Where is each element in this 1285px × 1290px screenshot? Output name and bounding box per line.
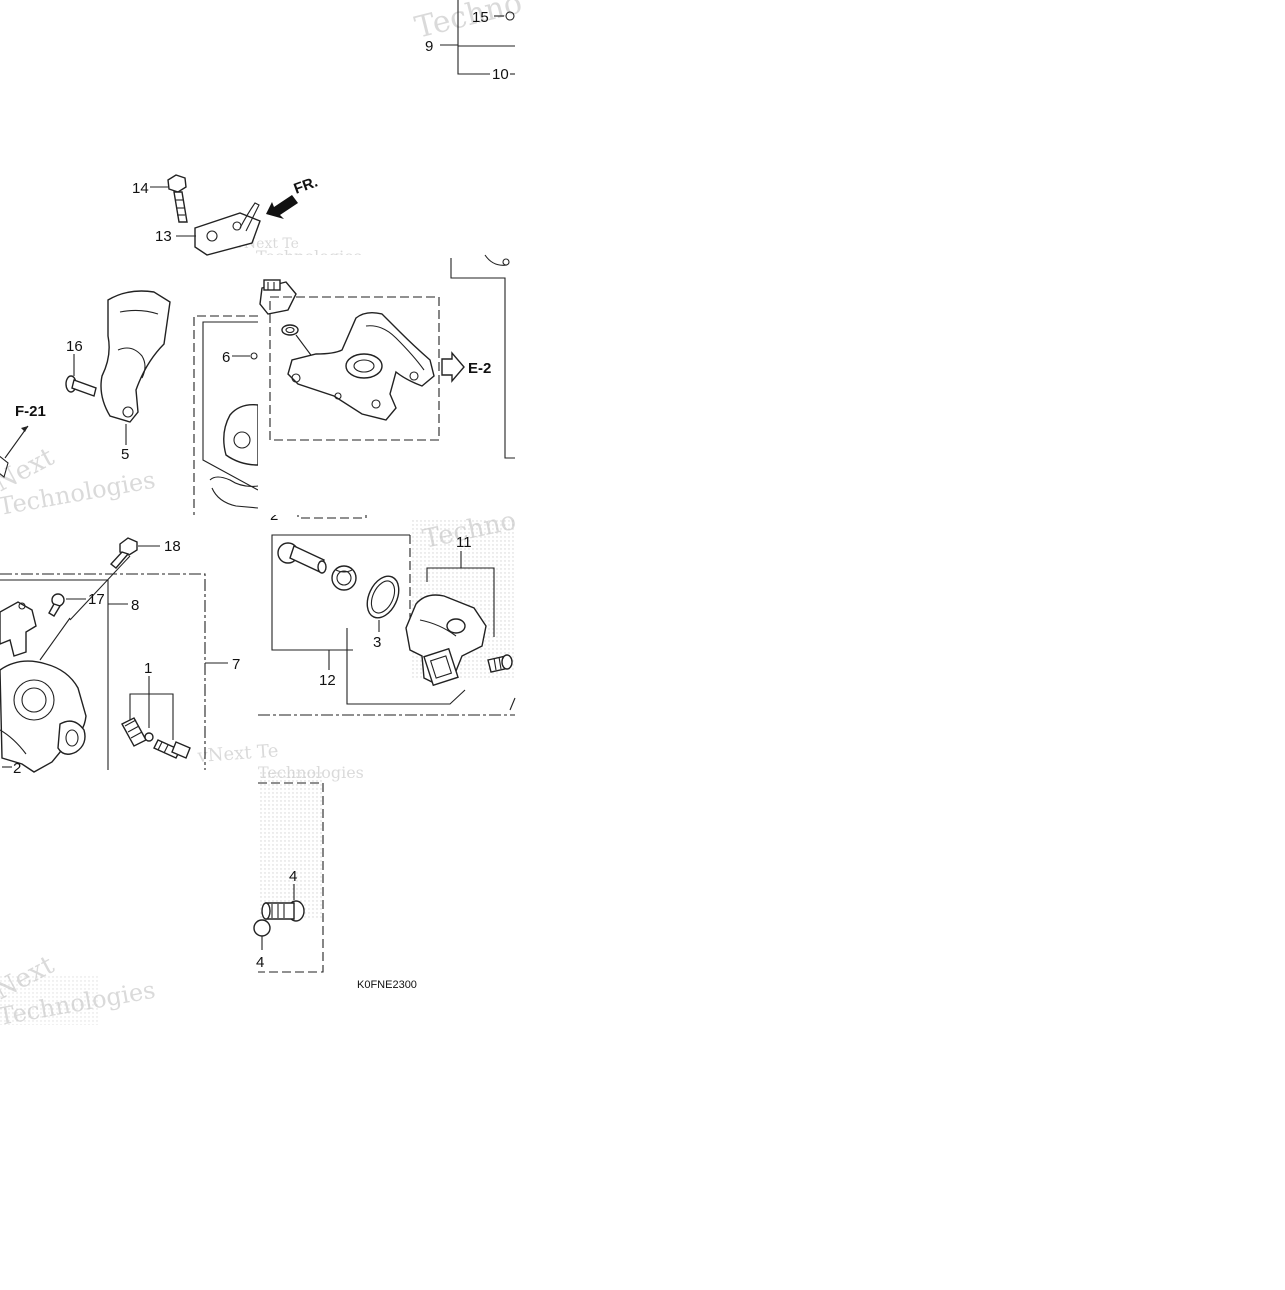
bottom-fragment: 4 4 <box>253 782 324 973</box>
callout-4a: 4 <box>289 868 297 885</box>
callout-18: 18 <box>164 538 181 555</box>
throttle-subassembly: 6 2 <box>193 315 367 524</box>
callout-6: 6 <box>222 349 230 366</box>
ref-e2: E-2 <box>468 360 491 377</box>
callout-9: 9 <box>425 38 433 55</box>
callout-13: 13 <box>155 228 172 245</box>
front-direction-arrow: FR. <box>266 174 320 219</box>
callout-5: 5 <box>121 446 129 463</box>
callout-10: 10 <box>492 66 509 83</box>
callout-15: 15 <box>472 9 489 26</box>
ref-f21: F-21 <box>15 403 46 420</box>
callout-17: 17 <box>88 591 105 608</box>
throttle-body: 8 7 18 17 2 1 <box>0 537 240 777</box>
callout-12: 12 <box>319 672 336 689</box>
watermark-text: Technologies <box>258 763 364 782</box>
callout-8: 8 <box>131 597 139 614</box>
callout-2b: 2 <box>13 760 21 777</box>
callout-14: 14 <box>132 180 149 197</box>
callout-7: 7 <box>232 656 240 673</box>
callout-1: 1 <box>144 660 152 677</box>
bolt-14 <box>167 174 188 223</box>
idle-air-control-valve: 12 3 11 <box>258 534 516 716</box>
callout-3: 3 <box>373 634 381 651</box>
callout-11: 11 <box>456 534 472 551</box>
diagram-code: K0FNE2300 <box>357 979 417 991</box>
callout-16: 16 <box>66 338 83 355</box>
injector-panel: E-2 <box>258 254 515 515</box>
callout-4b: 4 <box>256 954 264 971</box>
front-marker: FR. <box>292 174 321 198</box>
callout-2a: 2 <box>270 507 278 524</box>
bracket-assembly: 14 13 5 16 F-21 <box>0 174 261 478</box>
top-fragment: 15 9 10 <box>425 0 515 83</box>
